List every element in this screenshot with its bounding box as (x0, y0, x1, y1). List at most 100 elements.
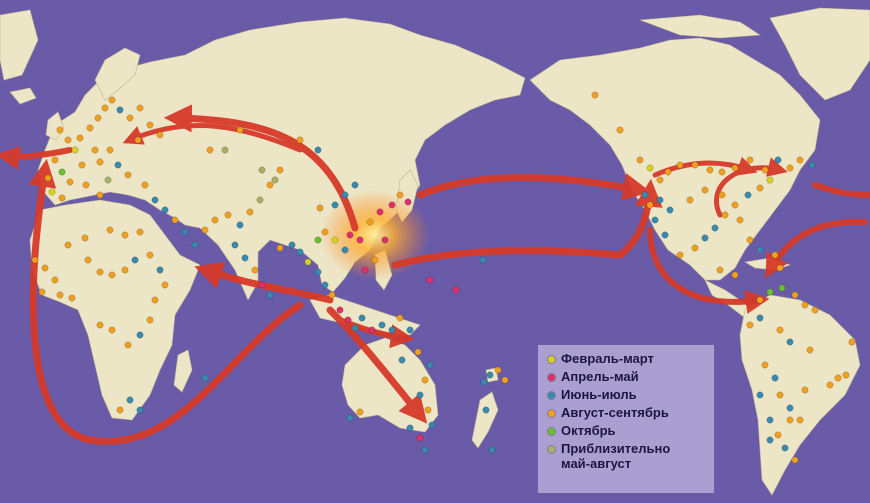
spread-arrow-to-europe (163, 104, 359, 232)
outbreak-dot (781, 444, 789, 452)
outbreak-dot (108, 326, 116, 334)
outbreak-dot (314, 146, 322, 154)
outbreak-dot (236, 221, 244, 229)
outbreak-dot (746, 321, 754, 329)
spread-arrow-pacific-south (391, 178, 663, 269)
outbreak-dot (131, 256, 139, 264)
spread-arrow-atlantic (0, 146, 73, 170)
outbreak-dot (114, 161, 122, 169)
outbreak-dot (778, 284, 786, 292)
outbreak-dot (321, 281, 329, 289)
outbreak-dot (136, 104, 144, 112)
outbreak-dot (221, 146, 229, 154)
legend-swatch (548, 356, 555, 363)
outbreak-dot (641, 191, 649, 199)
outbreak-dot (416, 434, 424, 442)
outbreak-dot (296, 136, 304, 144)
outbreak-dot (786, 164, 794, 172)
outbreak-dot (236, 126, 244, 134)
outbreak-dot (328, 291, 336, 299)
outbreak-dot (211, 216, 219, 224)
outbreak-dot (796, 416, 804, 424)
land-arctic-islands (639, 14, 761, 39)
outbreak-dot (91, 146, 99, 154)
outbreak-dot (388, 201, 396, 209)
outbreak-dot (276, 166, 284, 174)
outbreak-dot (44, 174, 52, 182)
outbreak-dot (241, 254, 249, 262)
legend-label: Приблизительно май-август (561, 441, 671, 471)
outbreak-dot (344, 316, 352, 324)
outbreak-dot (686, 196, 694, 204)
legend-item: Октябрь (548, 423, 706, 438)
outbreak-dot (776, 326, 784, 334)
outbreak-dot (288, 241, 296, 249)
outbreak-dot (776, 391, 784, 399)
land-iceland (9, 87, 37, 105)
outbreak-dot (774, 156, 782, 164)
outbreak-dot (94, 114, 102, 122)
outbreak-dot (736, 216, 744, 224)
outbreak-dot (171, 216, 179, 224)
outbreak-dot (646, 201, 654, 209)
outbreak-dot (616, 126, 624, 134)
spread-arrow-south-america (647, 227, 770, 314)
outbreak-dot (791, 456, 799, 464)
outbreak-dot (276, 244, 284, 252)
outbreak-dot (426, 361, 434, 369)
spread-arrow-africa-loop (28, 158, 304, 445)
outbreak-dot (756, 391, 764, 399)
outbreak-dot (834, 374, 842, 382)
outbreak-dot (766, 436, 774, 444)
outbreak-dot (428, 421, 436, 429)
spread-arrow-india (194, 262, 334, 304)
outbreak-dot (356, 236, 364, 244)
outbreak-dot (58, 168, 66, 176)
land-greenland (0, 9, 39, 81)
legend-item: Февраль-март (548, 351, 706, 366)
outbreak-dot (746, 236, 754, 244)
legend-swatch (548, 446, 555, 453)
outbreak-dot (56, 291, 64, 299)
legend-label: Август-сентябрь (561, 405, 669, 420)
land-new-zealand (471, 391, 499, 449)
spread-arrow-caribbean (765, 218, 868, 279)
outbreak-dot (356, 408, 364, 416)
outbreak-dot (366, 218, 374, 226)
spread-arrow-atlantic-east (812, 182, 870, 198)
outbreak-dot (58, 194, 66, 202)
outbreak-dot (64, 136, 72, 144)
outbreak-dot (361, 266, 369, 274)
land-madagascar (173, 349, 193, 393)
outbreak-dot (258, 166, 266, 174)
outbreak-dot (121, 266, 129, 274)
outbreak-dot (801, 386, 809, 394)
outbreak-dot (146, 251, 154, 259)
outbreak-dot (731, 201, 739, 209)
outbreak-dot (656, 196, 664, 204)
outbreak-dot (96, 191, 104, 199)
outbreak-dot (666, 206, 674, 214)
outbreak-dot (756, 314, 764, 322)
outbreak-dot (106, 226, 114, 234)
outbreak-dot (351, 324, 359, 332)
outbreak-dot (482, 406, 490, 414)
outbreak-dot (51, 276, 59, 284)
outbreak-dot (151, 296, 159, 304)
outbreak-dot (126, 114, 134, 122)
outbreak-dot (68, 294, 76, 302)
outbreak-dot (721, 211, 729, 219)
outbreak-dot (31, 256, 39, 264)
outbreak-dot (718, 168, 726, 176)
legend-item: Июнь-июль (548, 387, 706, 402)
outbreak-dot (104, 176, 112, 184)
outbreak-dot (231, 241, 239, 249)
land-south-america (739, 294, 861, 496)
outbreak-dot (64, 241, 72, 249)
outbreak-dot (141, 181, 149, 189)
legend-item: Август-сентябрь (548, 405, 706, 420)
outbreak-dot (421, 446, 429, 454)
outbreak-dot (398, 356, 406, 364)
